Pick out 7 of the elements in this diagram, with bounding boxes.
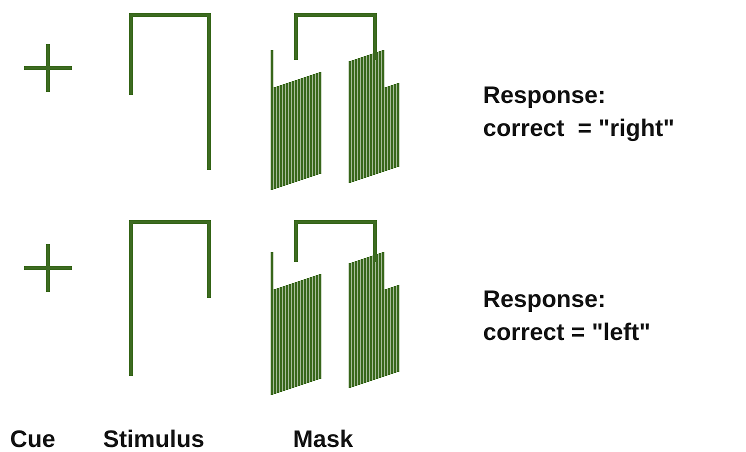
phase-label: Cue <box>10 428 56 452</box>
phase-label: Mask <box>293 428 354 452</box>
response-label: Response: <box>483 288 606 312</box>
response-label: Response: <box>483 84 606 108</box>
phase-label: Stimulus <box>103 428 204 452</box>
correct-answer-label: correct = "right" <box>483 117 674 141</box>
correct-answer-label: correct = "left" <box>483 321 650 345</box>
